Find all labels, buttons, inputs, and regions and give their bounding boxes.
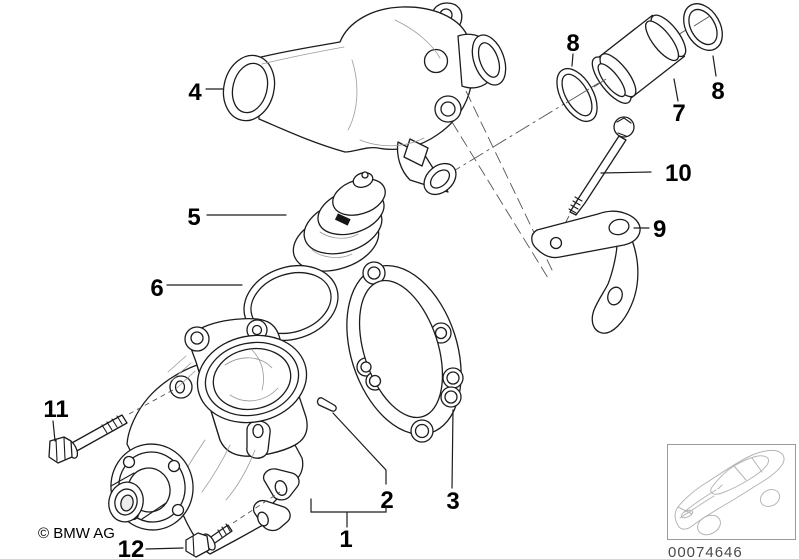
thermostat-drawing [292,171,386,272]
construction-lines-over [565,15,711,104]
housing-boss [403,138,429,167]
construction-lines-under [185,12,715,389]
pump-bolt-hole [174,380,186,394]
bracket-drawing [531,210,641,334]
bracket-alignment-lines [451,90,554,279]
housing-ear-hole [440,101,456,117]
pulley-hole [167,459,181,473]
pump-lug-hole [257,511,269,527]
leader-8a [571,53,574,67]
gasket-hole [414,423,430,439]
bolt-11-drawing [48,389,174,464]
callout-5: 5 [187,204,200,231]
thermostat-clip [334,213,351,226]
callout-4: 4 [188,79,202,106]
gasket-hole [446,371,460,385]
bolt-12-drawing [185,491,281,558]
callout-8a: 8 [566,30,579,57]
callout-7: 7 [672,100,685,127]
housing-face-hole [423,48,449,74]
gasket-hole [434,326,448,340]
callout-9: 9 [653,216,666,243]
pump-lug-hole [274,480,288,496]
water-pump-drawing [108,318,308,555]
leader-2 [332,412,387,485]
callout-3: 3 [446,488,459,515]
vehicle-thumbnail: 00074646 [667,444,796,559]
gasket-hole [368,374,382,388]
leader-11 [52,420,56,442]
pulley-hole [171,503,185,517]
gasket-hole [444,390,458,404]
copyright-text: © BMW AG [38,525,115,542]
leader-3 [451,409,454,489]
pump-bolt-hole [190,331,204,345]
leader-8b [712,55,717,77]
callout-6: 6 [150,275,163,302]
leader-1 [310,498,387,528]
pump-bolt-hole [251,324,263,336]
image-number-text: 00074646 [668,544,743,559]
gasket-drawing [346,261,464,443]
thumbnail-box [667,444,796,540]
thermostat-pin [361,171,369,179]
pump-bolt-hole [252,423,264,439]
pipe-axis-line [451,12,715,173]
bracket-hole [549,236,563,250]
leader-12 [145,547,184,550]
callouts: 4 5 6 8 7 8 10 9 11 12 2 1 3 [43,30,724,559]
dowel-pin-drawing [316,397,337,412]
car-icon [674,449,785,536]
callout-1: 1 [339,526,352,553]
bolt-10-head [613,116,635,138]
callout-12: 12 [118,536,145,559]
callout-8b: 8 [711,78,724,105]
bracket-hole [608,218,630,236]
o-ring-8-right-drawing [683,3,723,51]
thermostat-housing-drawing [222,2,507,196]
callout-10: 10 [665,160,692,187]
o-ring-8-left-drawing [556,67,598,123]
leader-10 [600,171,652,174]
bolt-12-head [185,532,210,558]
leader-7 [673,78,679,102]
gasket-hole [360,361,372,373]
bolt-11-head [48,436,73,464]
gasket-hole [367,266,381,280]
callout-11: 11 [43,396,68,423]
pulley-hole [122,455,136,469]
bracket-hole [607,286,623,306]
connecting-pipe-drawing [591,14,687,104]
callout-2: 2 [380,487,393,514]
bolt-10-drawing [557,116,635,238]
